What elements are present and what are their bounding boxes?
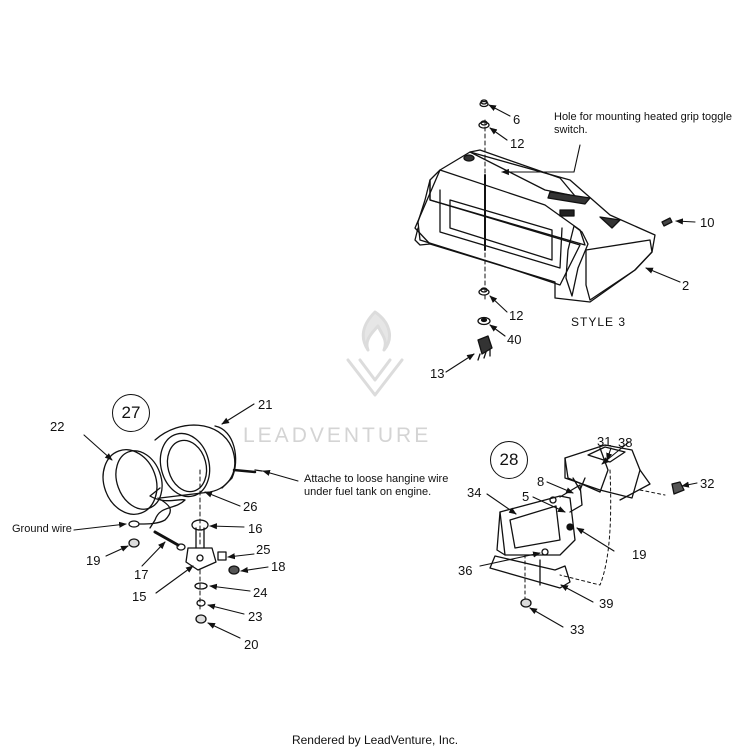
callout-19b: 19 [632, 547, 647, 562]
group-27-badge: 27 [112, 394, 150, 432]
callout-12b: 12 [509, 308, 524, 323]
callout-17: 17 [134, 567, 149, 582]
watermark-text: LEADVENTURE [243, 424, 432, 447]
callout-33: 33 [570, 622, 585, 637]
callout-34: 34 [467, 485, 482, 500]
callout-20: 20 [244, 637, 259, 652]
style-label: STYLE 3 [571, 315, 627, 329]
callout-36: 36 [458, 563, 473, 578]
callout-32: 32 [700, 476, 715, 491]
callout-25: 25 [256, 542, 271, 557]
callout-12a: 12 [510, 136, 525, 151]
callout-10: 10 [700, 215, 715, 230]
console-hardware [477, 99, 673, 361]
console-leaders [445, 104, 696, 373]
hole-note: Hole for mounting heated grip toggle swi… [554, 111, 732, 136]
callout-16: 16 [248, 521, 263, 536]
headlight-hardware [128, 519, 240, 624]
callout-15: 15 [132, 589, 147, 604]
callout-38: 38 [618, 435, 633, 450]
callout-18: 18 [271, 559, 286, 574]
footer-credit: Rendered by LeadVenture, Inc. [291, 733, 459, 747]
callout-21: 21 [258, 397, 273, 412]
callout-22: 22 [50, 419, 65, 434]
callout-26: 26 [243, 499, 258, 514]
ground-wire-label: Ground wire [12, 523, 72, 535]
group-28-badge: 28 [490, 441, 528, 479]
headlight-assembly [102, 424, 263, 546]
callout-40: 40 [507, 332, 522, 347]
callout-8: 8 [537, 474, 545, 489]
wire-note: Attache to loose hangine wire under fuel… [304, 473, 449, 498]
callout-31: 31 [597, 434, 612, 449]
callout-2: 2 [682, 278, 690, 293]
callout-24: 24 [253, 585, 268, 600]
callout-23: 23 [248, 609, 263, 624]
callout-13: 13 [430, 366, 445, 381]
console-housing [414, 119, 656, 303]
callout-6: 6 [513, 112, 521, 127]
watermark-logo [346, 310, 404, 397]
callout-39: 39 [599, 596, 614, 611]
bracket-leaders [479, 441, 698, 628]
headlight-leaders [73, 403, 299, 639]
callout-5: 5 [522, 489, 530, 504]
callout-19a: 19 [86, 553, 101, 568]
